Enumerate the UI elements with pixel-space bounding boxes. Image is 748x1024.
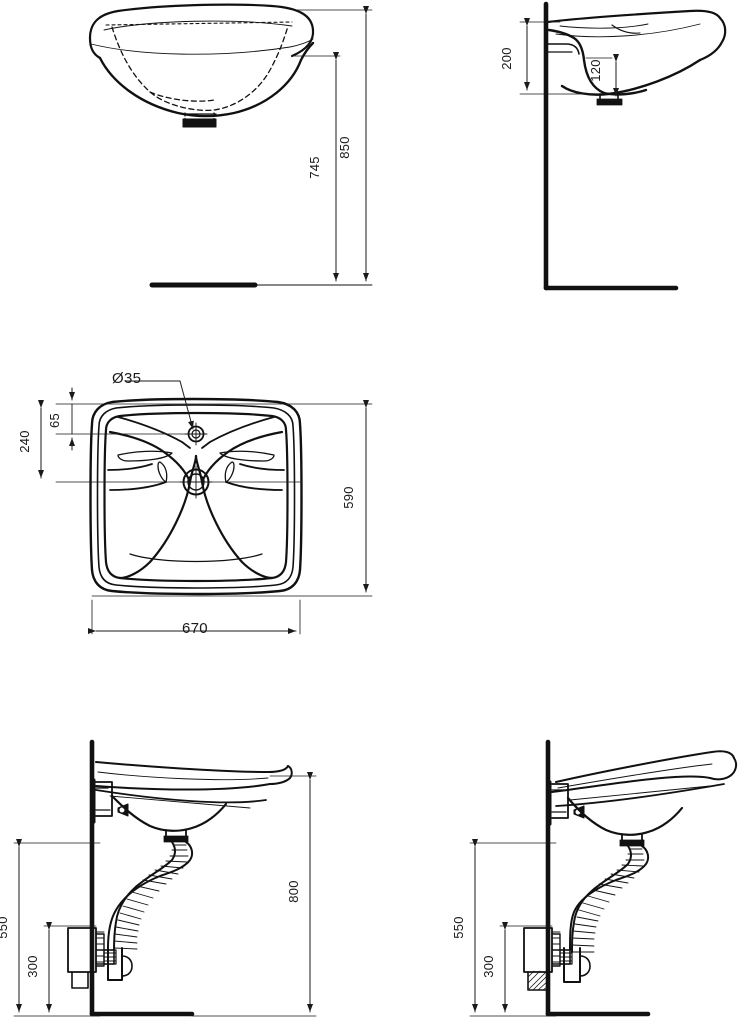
installation-side-view-left xyxy=(13,739,317,1017)
plan-view xyxy=(55,397,373,635)
dimension-label-dia35: Ø35 xyxy=(112,370,142,387)
dimension-label-240: 240 xyxy=(16,430,32,453)
dimension-label-670: 670 xyxy=(182,620,208,637)
dimension-label-550-left: 550 xyxy=(0,916,10,939)
dimension-label-800: 800 xyxy=(285,880,301,903)
dimension-label-120: 120 xyxy=(587,59,603,82)
side-section-view xyxy=(519,1,727,291)
diameter-leader xyxy=(124,380,194,430)
dimension-label-65: 65 xyxy=(47,412,63,429)
dimension-label-745: 745 xyxy=(306,156,322,179)
front-elevation-view xyxy=(88,3,373,288)
installation-side-view-right xyxy=(469,739,738,1017)
dimension-label-590: 590 xyxy=(340,486,356,509)
dimension-label-300-right: 300 xyxy=(480,955,496,978)
dimension-label-300-left: 300 xyxy=(24,955,40,978)
dimension-label-850: 850 xyxy=(336,136,352,159)
dimension-label-550-right: 550 xyxy=(450,916,466,939)
dimension-label-200: 200 xyxy=(498,47,514,70)
